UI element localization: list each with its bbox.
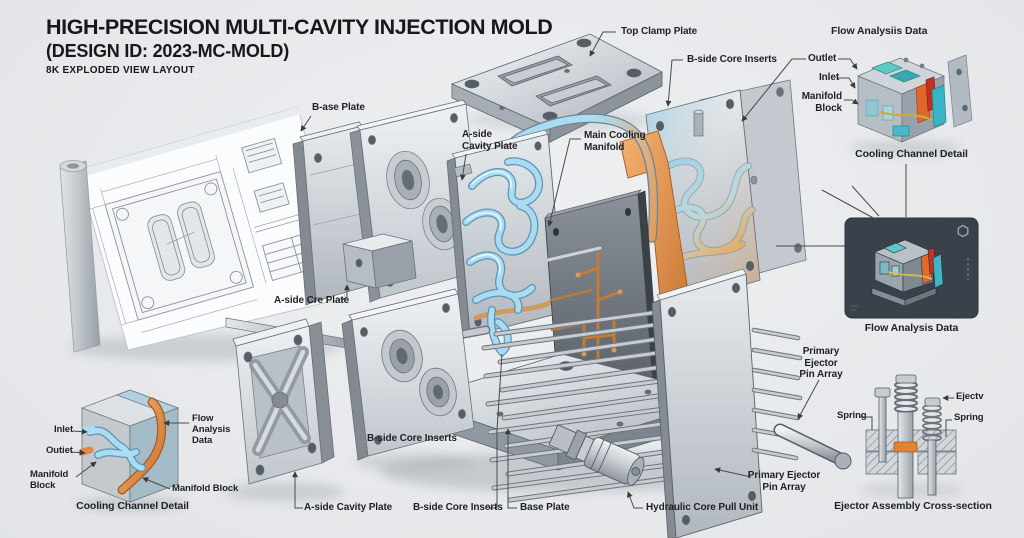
hydraulic-core-pull-unit-part bbox=[548, 424, 645, 486]
ejector-rod-part bbox=[773, 423, 852, 470]
cooling-tubes bbox=[462, 157, 544, 358]
blueprint-scroll bbox=[59, 106, 346, 353]
scroll-roll bbox=[59, 160, 101, 353]
ejector-pin-array-part bbox=[481, 268, 803, 538]
a-side-cre-plate-part bbox=[342, 233, 417, 289]
cooling-cube-inset bbox=[78, 389, 180, 503]
a-side-cavity-plate-part bbox=[446, 129, 565, 358]
flow-analysis-panel bbox=[844, 217, 979, 319]
top-clamp-plate-part bbox=[450, 33, 663, 143]
ejector-cross-section-inset bbox=[865, 374, 957, 499]
b-side-core-inserts-block-part bbox=[341, 288, 475, 461]
leader-lines bbox=[70, 31, 954, 509]
x-cavity-plate-part bbox=[232, 318, 335, 485]
cad-model-top-right bbox=[857, 54, 973, 143]
hexagon-icon bbox=[957, 224, 969, 238]
